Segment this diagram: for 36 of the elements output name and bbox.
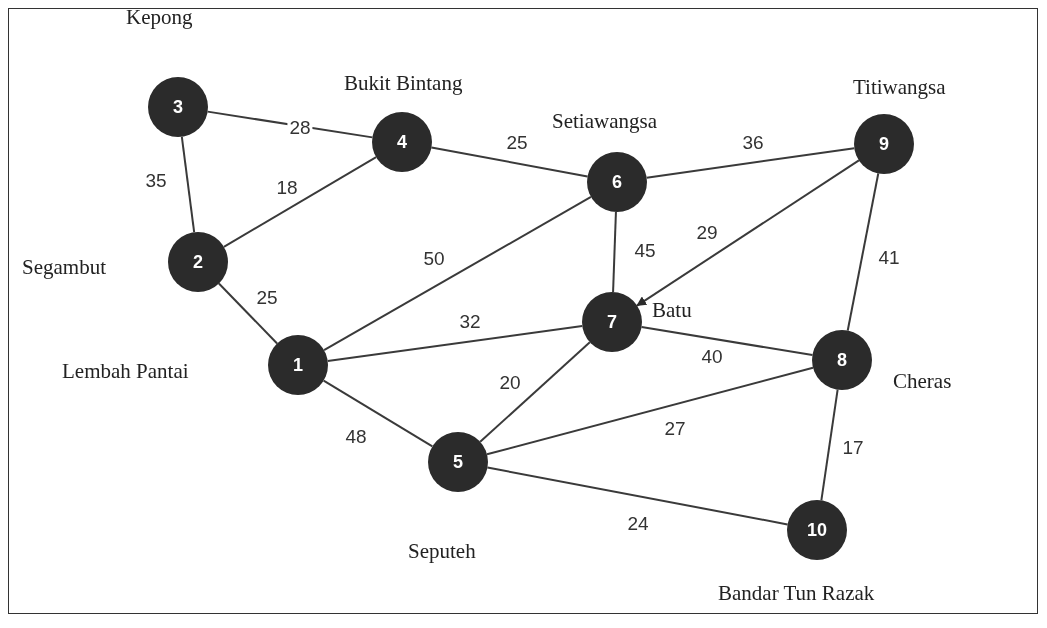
node-number: 6 — [612, 173, 622, 191]
edge-line — [430, 146, 589, 178]
edge-line — [486, 466, 789, 526]
edge-line — [645, 147, 856, 179]
arrow — [636, 159, 860, 307]
edge-line — [479, 341, 591, 443]
edge-line — [486, 366, 814, 456]
place-name: Batu — [652, 297, 692, 324]
edge-line — [222, 156, 378, 248]
place-name: Seputeh — [408, 538, 476, 565]
node-number: 2 — [193, 253, 203, 271]
node-number: 10 — [807, 521, 827, 539]
place-name: Setiawangsa — [552, 108, 657, 135]
edge-line — [180, 135, 196, 234]
edge-line — [612, 211, 617, 293]
place-name: Bandar Tun Razak — [718, 580, 875, 607]
node-number: 1 — [293, 356, 303, 374]
edge-line — [217, 282, 279, 345]
node-number: 7 — [607, 313, 617, 331]
edge-line — [820, 388, 839, 502]
edge-line — [323, 195, 592, 352]
place-name: Segambut — [22, 254, 106, 281]
place-name: Bukit Bintang — [344, 70, 463, 97]
edge-line — [640, 325, 814, 357]
place-name: Cheras — [893, 368, 952, 395]
place-name: Titiwangsa — [853, 74, 946, 101]
edge-line — [326, 325, 584, 362]
place-name: Lembah Pantai — [62, 358, 189, 385]
node-number: 8 — [837, 351, 847, 369]
node-number: 4 — [397, 133, 407, 151]
node-number: 5 — [453, 453, 463, 471]
node-number: 3 — [173, 98, 183, 116]
edge-line — [322, 379, 434, 448]
node-number: 9 — [879, 135, 889, 153]
place-name: Kepong — [126, 4, 193, 31]
edge-line — [846, 172, 880, 332]
